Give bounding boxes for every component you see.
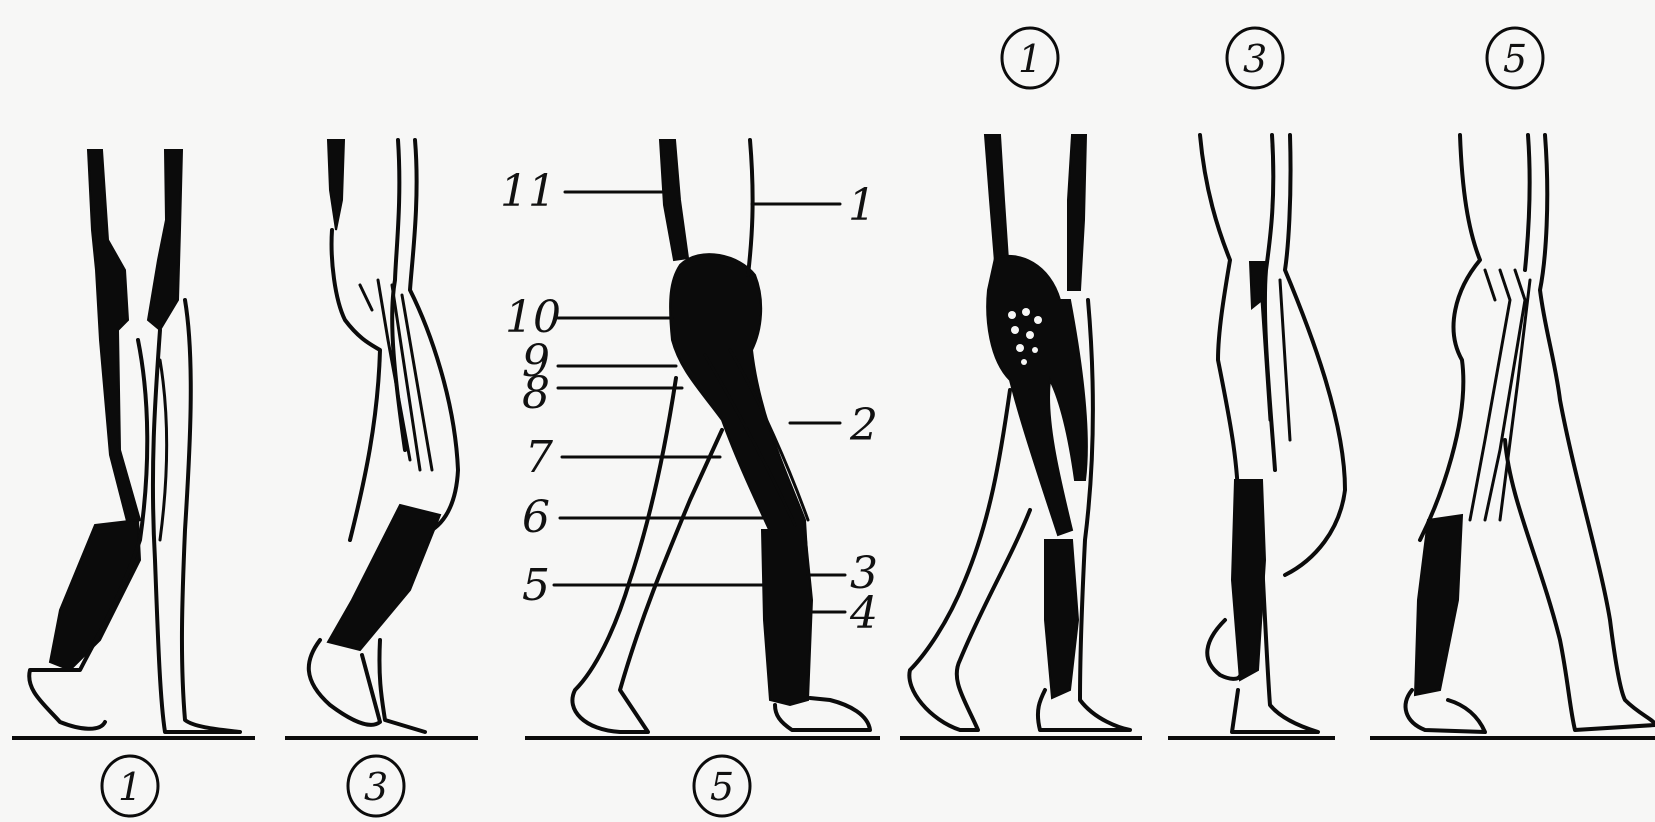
calf-mark [328, 505, 440, 650]
front-thigh-outline [1285, 135, 1345, 575]
callout-label-8: 8 [522, 368, 550, 419]
caption-right-3: 3 [1243, 37, 1267, 81]
leg-outline-b [410, 140, 458, 535]
upper-thigh-mark [660, 140, 688, 260]
figure-right-1 [909, 135, 1130, 730]
callout-label-5: 5 [522, 560, 550, 611]
front-leg-outline [153, 300, 240, 732]
calf-mark [50, 520, 140, 670]
thigh-mark-b [1068, 135, 1086, 290]
foot-outline [309, 640, 425, 732]
caption-right-5: 5 [1503, 37, 1527, 81]
rear-leg-front-outline [572, 378, 722, 732]
callout-labels: 11 10 9 8 7 6 5 1 2 3 4 [500, 166, 878, 639]
figure-left-3 [309, 140, 458, 732]
thigh-mark [328, 140, 344, 230]
caption-left-3: 3 [364, 765, 388, 809]
figure-left-5 [572, 140, 870, 732]
hamstring-mark [88, 150, 140, 525]
callout-label-7: 7 [525, 432, 553, 483]
calf-mark [762, 530, 812, 705]
rear-foot-outline [1406, 690, 1485, 732]
calf-mark [1045, 540, 1078, 698]
callout-label-1: 1 [848, 180, 876, 231]
caption-left-1: 1 [118, 765, 142, 809]
front-leg-inner [160, 360, 167, 540]
back-outline [1420, 135, 1480, 540]
tendon-lines [1470, 270, 1530, 520]
figure-right-3 [1200, 135, 1345, 732]
back-thigh-outline [748, 140, 753, 275]
gluteal-hamstring-mark [987, 256, 1087, 535]
calf-mark [1232, 480, 1265, 680]
figure-right-5 [1406, 135, 1655, 732]
top-captions: 1 3 5 [1002, 28, 1543, 88]
caption-left-5: 5 [710, 765, 734, 809]
calf-mark [1415, 515, 1462, 695]
leg-outline-a [332, 230, 380, 540]
thigh-mark-a [985, 135, 1008, 262]
callout-label-2: 2 [849, 400, 878, 451]
caption-right-1: 1 [1018, 37, 1042, 81]
bottom-captions: 1 3 5 [102, 756, 750, 816]
callout-label-11: 11 [500, 166, 556, 217]
back-outline [1200, 135, 1238, 520]
callout-label-6: 6 [522, 492, 550, 543]
quad-mark [148, 150, 182, 330]
figure-left-1 [29, 150, 240, 732]
callout-label-4: 4 [849, 588, 878, 639]
rear-leg-outline [909, 390, 1030, 730]
inner-leg-outline [1525, 135, 1530, 270]
